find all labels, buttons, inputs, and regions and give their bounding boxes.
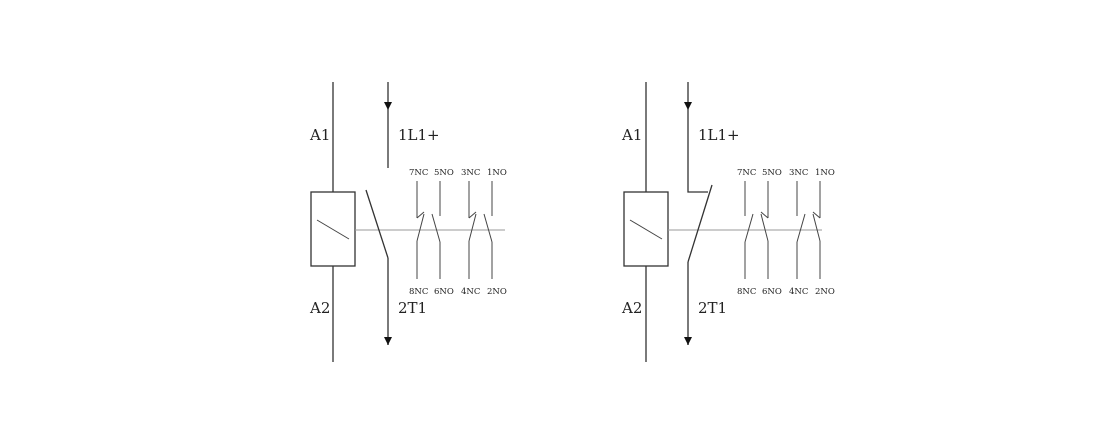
coil-diagonal <box>316 219 350 240</box>
coil-diagonal <box>629 219 663 240</box>
main-top-label: 1L1+ <box>398 126 440 144</box>
aux-contact-3nc-4nc <box>796 181 806 279</box>
coil-top-label: A1 <box>309 126 330 144</box>
aux-bottom-label: 8NC <box>409 287 428 297</box>
aux-top-label: 7NC <box>737 168 756 178</box>
aux-bottom-label: 6NO <box>434 287 454 297</box>
aux-contact-7nc-8nc <box>744 181 754 279</box>
aux-contact-1no-2no <box>812 181 821 279</box>
diagram-closed-state: A1 A2 1L1+ 2T1 7NC 5NO 3NC <box>621 82 835 362</box>
main-top-label: 1L1+ <box>698 126 740 144</box>
main-contact-blade <box>687 184 713 263</box>
aux-contact-5no-6no <box>431 181 441 279</box>
coil-top-label: A1 <box>621 126 642 144</box>
diagram-open-state: A1 A2 1L1+ 2T1 7NC 5NO 3NC <box>309 82 507 362</box>
aux-top-label: 3NC <box>789 168 808 178</box>
aux-top-label: 3NC <box>461 168 480 178</box>
main-contact-blade <box>365 189 389 259</box>
aux-bottom-label: 2NO <box>815 287 835 297</box>
aux-bottom-label: 2NO <box>487 287 507 297</box>
coil-bottom-label: A2 <box>309 299 330 317</box>
main-bottom-label: 2T1 <box>698 299 727 317</box>
aux-contact-5no-6no <box>760 181 769 279</box>
aux-top-label: 5NO <box>434 168 454 178</box>
main-input-line <box>687 110 708 193</box>
aux-bottom-label: 6NO <box>762 287 782 297</box>
aux-contact-1no-2no <box>483 181 493 279</box>
aux-top-label: 1NO <box>487 168 507 178</box>
aux-contact-3nc-4nc <box>468 181 477 279</box>
aux-contact-7nc-8nc <box>416 181 425 279</box>
aux-bottom-label: 8NC <box>737 287 756 297</box>
aux-top-label: 7NC <box>409 168 428 178</box>
aux-bottom-label: 4NC <box>461 287 480 297</box>
aux-top-label: 1NO <box>815 168 835 178</box>
coil-bottom-label: A2 <box>621 299 642 317</box>
aux-bottom-label: 4NC <box>789 287 808 297</box>
aux-top-label: 5NO <box>762 168 782 178</box>
main-bottom-label: 2T1 <box>398 299 427 317</box>
